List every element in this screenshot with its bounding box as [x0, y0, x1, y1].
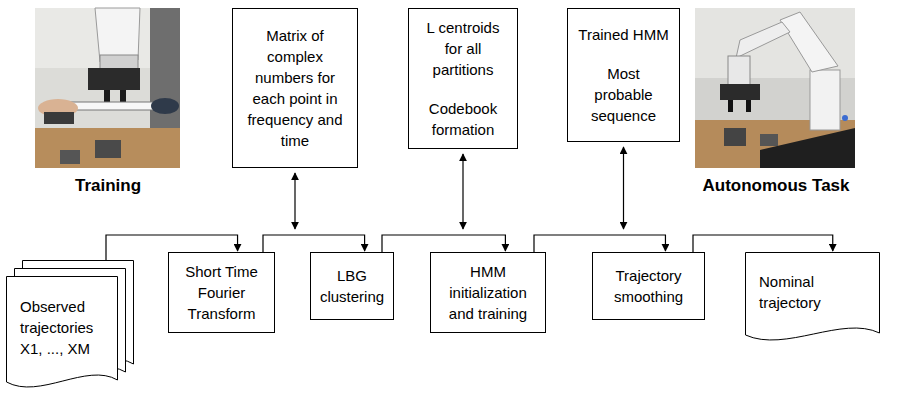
box-text: Nominal trajectory: [759, 271, 870, 313]
double-arrow: [462, 154, 463, 229]
autonomous-task-photo: [695, 8, 855, 168]
process-box: Short Time Fourier Transform: [168, 252, 275, 333]
box-subtext: Most probable sequence: [576, 63, 671, 126]
note-box: Matrix of complex numbers for each point…: [232, 8, 358, 168]
photo-caption: Training: [75, 176, 141, 196]
box-text: Trajectory smoothing: [601, 265, 696, 307]
box-text: LBG clustering: [319, 265, 385, 307]
photo-caption: Autonomous Task: [702, 176, 849, 196]
document-stack: Observed trajectories X1, ..., XM: [6, 276, 118, 392]
note-box: Trained HMM Most probable sequence: [567, 8, 680, 142]
flow-connector: [534, 235, 665, 252]
document-page: [746, 253, 880, 340]
flow-connector: [263, 235, 365, 252]
output-document: Nominal trajectory: [745, 252, 880, 345]
flow-connector: [693, 235, 833, 252]
flow-connector: [382, 235, 505, 252]
double-arrow: [623, 147, 624, 229]
box-subtext: Codebook formation: [417, 98, 509, 140]
box-text: Observed trajectories X1, ..., XM: [20, 296, 108, 359]
process-box: LBG clustering: [310, 252, 394, 320]
box-text: Short Time Fourier Transform: [177, 261, 266, 324]
box-text: L centroids for all partitions: [417, 17, 509, 80]
note-box: L centroids for all partitionsCodebook f…: [408, 8, 518, 149]
box-text: Matrix of complex numbers for each point…: [241, 25, 349, 151]
process-box: HMM initialization and training: [430, 252, 546, 333]
double-arrow: [294, 173, 295, 229]
box-text: Trained HMM: [576, 24, 671, 45]
box-text: HMM initialization and training: [439, 261, 537, 324]
process-box: Trajectory smoothing: [592, 252, 705, 320]
training-photo: [35, 8, 180, 168]
document-page: [7, 277, 118, 387]
